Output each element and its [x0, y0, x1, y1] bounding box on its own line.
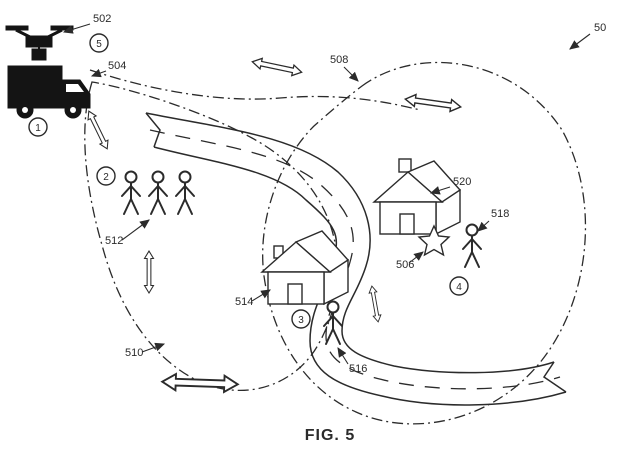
label-520: 520: [453, 176, 471, 188]
zone-boundary-510: [84, 81, 339, 392]
delivery-truck-icon: [7, 65, 91, 119]
person-icon: [148, 170, 168, 215]
truck-wheel-hub: [22, 107, 28, 113]
label-510: 510: [125, 347, 143, 359]
step-nodes: 1 2 3 4 5: [28, 33, 469, 329]
zone-boundary-508: [262, 61, 587, 425]
person-icon: [175, 170, 195, 215]
house-door: [399, 213, 415, 235]
truck-wheel-hub: [70, 107, 76, 113]
house-520: [372, 158, 462, 236]
node-label-2: 2: [103, 172, 109, 183]
leader-510: [141, 342, 166, 353]
node-label-4: 4: [456, 282, 462, 293]
label-502: 502: [93, 13, 111, 25]
label-504: 504: [108, 60, 126, 72]
road-edge-outer: [145, 112, 555, 374]
drone-package: [31, 48, 47, 61]
double-arrow-icon: [160, 372, 240, 394]
label-516: 516: [349, 363, 367, 375]
house-514: [260, 230, 350, 306]
truck-cargo-box: [7, 65, 63, 109]
drone-rotor: [50, 25, 74, 31]
double-arrow-icon: [84, 108, 112, 152]
leader-512: [121, 219, 150, 241]
leader-502: [62, 23, 91, 34]
truck-window: [66, 84, 84, 92]
double-arrow-icon: [250, 55, 304, 79]
node-label-3: 3: [298, 315, 304, 326]
label-518: 518: [491, 208, 509, 220]
node-label-5: 5: [96, 39, 102, 50]
double-arrow-icon: [403, 92, 463, 114]
leader-520: [429, 186, 451, 195]
leader-514: [251, 289, 271, 302]
label-50: 50: [594, 22, 606, 34]
double-arrow-icon: [143, 250, 155, 294]
house-chimney: [398, 158, 412, 173]
leader-50: [569, 33, 591, 50]
label-514: 514: [235, 296, 253, 308]
leader-504: [90, 68, 107, 78]
leader-508: [343, 66, 359, 82]
label-508: 508: [330, 54, 348, 66]
destination-star-icon: [417, 224, 451, 257]
node-circle-1: [28, 117, 48, 137]
node-circle-3: [291, 309, 311, 329]
node-circle-5: [89, 33, 109, 53]
node-label-1: 1: [35, 123, 41, 134]
road-edge-inner: [153, 146, 567, 406]
road: [145, 112, 567, 406]
leader-518: [477, 220, 490, 232]
drone-body: [25, 35, 53, 48]
house-door: [287, 283, 303, 305]
label-512: 512: [105, 235, 123, 247]
road-end-notch-left: [145, 112, 161, 148]
flight-path-504: [89, 69, 421, 111]
delivery-drone-icon: [5, 25, 74, 61]
leader-516: [337, 347, 349, 365]
leader-506: [408, 251, 424, 264]
person-516: [323, 300, 343, 345]
node-circle-2: [96, 166, 116, 186]
road-centerline: [149, 129, 561, 390]
person-icon: [121, 170, 141, 215]
road-end-notch-right: [542, 361, 567, 393]
node-circle-4: [449, 276, 469, 296]
person-group-512: [121, 170, 195, 215]
double-arrow-icon: [367, 284, 383, 324]
reference-labels: 502 50 504 508 520 518 506 512 514 516 5…: [62, 13, 606, 375]
figure-caption: FIG. 5: [305, 427, 355, 444]
